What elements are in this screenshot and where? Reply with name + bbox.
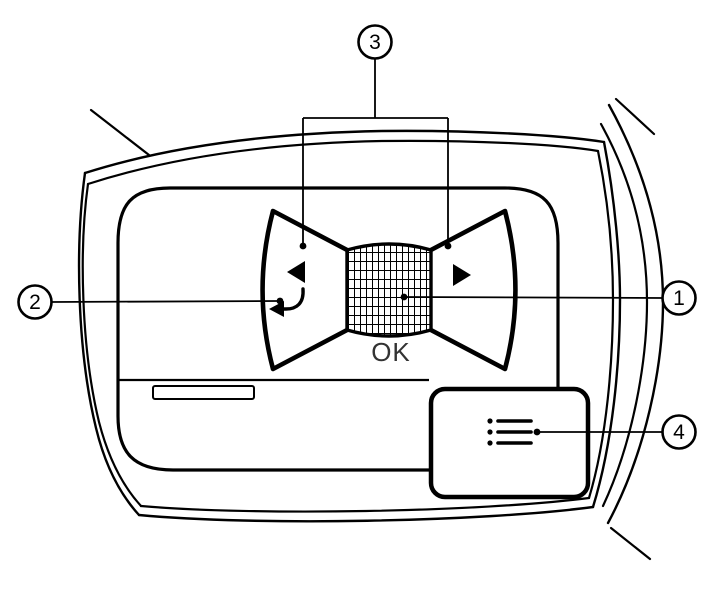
callout-3-circle <box>357 24 393 60</box>
right-edge-inner <box>587 149 615 500</box>
callout-4: 4 <box>533 414 697 450</box>
ok-label: OK <box>371 337 411 367</box>
left-edge-inner <box>81 182 143 508</box>
right-edge-outer <box>591 140 622 509</box>
callout-2: 2 <box>17 284 284 320</box>
callout-4-circle <box>661 414 697 450</box>
back-return-icon <box>269 287 305 317</box>
control-pod: OK <box>260 208 518 372</box>
callout-4-dot <box>533 428 541 436</box>
lower-slot <box>152 385 255 400</box>
menu-list-icon <box>487 418 533 446</box>
callout-2-circle <box>17 284 53 320</box>
callout-2-number: 2 <box>29 291 41 314</box>
top-left-diagonal-edge <box>89 108 151 157</box>
callout-3-number: 3 <box>369 31 381 54</box>
callout-3-left-dot <box>299 242 307 250</box>
bottom-edge-outer <box>137 505 595 523</box>
callout-3-right-dot <box>444 242 452 250</box>
callout-2-dot <box>276 297 284 305</box>
callout-1-circle <box>661 280 697 316</box>
callout-3: 3 <box>299 24 452 250</box>
left-edge-outer <box>77 171 141 517</box>
bottom-edge-inner <box>139 496 591 513</box>
callout-1-number: 1 <box>673 287 685 310</box>
menu-button[interactable] <box>428 386 591 500</box>
callout-3-leader-line <box>302 58 449 243</box>
right-wing-button[interactable] <box>426 208 518 372</box>
callout-2-leader-line <box>51 300 279 303</box>
top-edge-outer <box>83 129 606 175</box>
top-right-diagonal-edge <box>614 97 656 136</box>
surrounding-panel-lines <box>77 97 665 561</box>
top-edge-inner <box>86 139 600 186</box>
far-right-arc-outer <box>606 103 665 525</box>
bottom-right-diagonal-edge <box>609 526 652 561</box>
left-wing-button[interactable] <box>260 208 352 372</box>
callout-4-number: 4 <box>673 421 685 444</box>
far-right-arc-inner <box>599 122 649 508</box>
callout-1: 1 <box>400 280 697 316</box>
scroll-dial[interactable] <box>345 242 433 338</box>
left-arrow-icon <box>287 261 305 283</box>
callout-1-leader-line <box>403 296 663 299</box>
callout-1-dot <box>400 293 408 301</box>
right-arrow-icon <box>453 264 471 286</box>
